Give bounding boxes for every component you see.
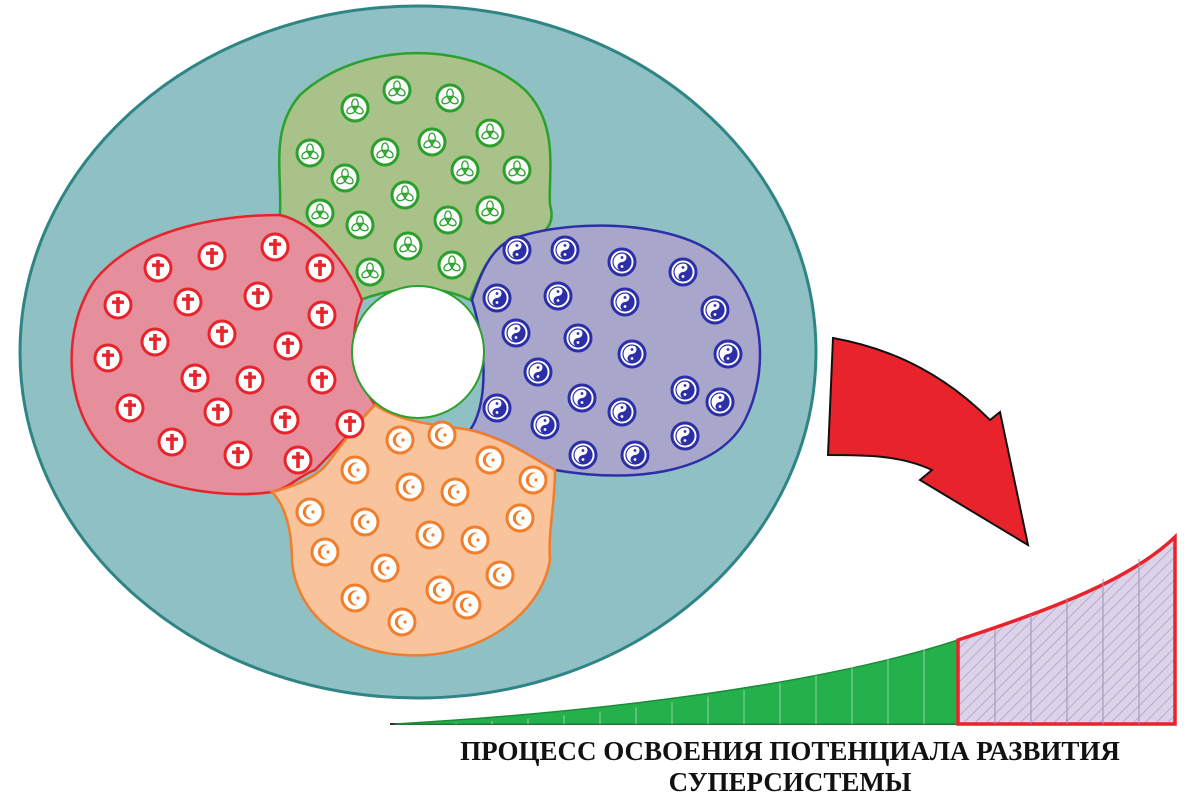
yin-yang-icon: [530, 410, 560, 440]
triquetra-icon: [355, 257, 385, 287]
crescent-star-icon: [295, 497, 325, 527]
crescent-star-icon: [452, 590, 482, 620]
cross-icon: [243, 281, 273, 311]
yin-yang-icon: [523, 357, 553, 387]
crescent-star-icon: [427, 420, 457, 450]
yin-yang-icon: [610, 287, 640, 317]
cross-icon: [180, 363, 210, 393]
triquetra-icon: [295, 138, 325, 168]
crescent-star-icon: [395, 472, 425, 502]
yin-yang-icon: [567, 383, 597, 413]
yin-yang-icon: [670, 421, 700, 451]
orange-symbol-group: [295, 420, 548, 637]
yin-yang-icon: [482, 393, 512, 423]
triquetra-icon: [502, 155, 532, 185]
blue-symbol-group: [482, 235, 743, 470]
cross-icon: [223, 440, 253, 470]
crescent-star-icon: [387, 607, 417, 637]
cross-icon: [207, 319, 237, 349]
yin-yang-icon: [617, 339, 647, 369]
crescent-star-icon: [340, 583, 370, 613]
yin-yang-icon: [670, 375, 700, 405]
yin-yang-icon: [501, 318, 531, 348]
cross-icon: [93, 343, 123, 373]
cross-icon: [143, 253, 173, 283]
yin-yang-icon: [700, 295, 730, 325]
triquetra-icon: [450, 155, 480, 185]
crescent-star-icon: [340, 455, 370, 485]
yin-yang-icon: [620, 440, 650, 470]
yin-yang-icon: [543, 281, 573, 311]
triquetra-icon: [305, 198, 335, 228]
triquetra-icon: [417, 127, 447, 157]
crescent-star-icon: [460, 525, 490, 555]
yin-yang-icon: [482, 283, 512, 313]
crescent-star-icon: [440, 477, 470, 507]
yin-yang-icon: [502, 235, 532, 265]
cross-icon: [335, 409, 365, 439]
cross-icon: [140, 327, 170, 357]
triquetra-icon: [370, 137, 400, 167]
crescent-star-icon: [518, 465, 548, 495]
triquetra-icon: [437, 250, 467, 280]
triquetra-icon: [475, 195, 505, 225]
yin-yang-icon: [705, 387, 735, 417]
cross-icon: [305, 253, 335, 283]
crescent-star-icon: [505, 503, 535, 533]
triquetra-icon: [330, 163, 360, 193]
cross-icon: [197, 241, 227, 271]
triquetra-icon: [382, 75, 412, 105]
triquetra-icon: [435, 83, 465, 113]
green-symbol-group: [295, 75, 532, 287]
cross-icon: [203, 397, 233, 427]
cross-icon: [283, 445, 313, 475]
cross-icon: [260, 232, 290, 262]
triquetra-icon: [390, 180, 420, 210]
triquetra-icon: [433, 205, 463, 235]
cross-icon: [157, 427, 187, 457]
cross-icon: [173, 287, 203, 317]
realized-potential-area: [394, 638, 959, 725]
remaining-potential-dividers: [994, 558, 1140, 724]
cross-icon: [307, 300, 337, 330]
cross-icon: [307, 365, 337, 395]
red-symbol-group: [93, 232, 365, 475]
crescent-star-icon: [425, 575, 455, 605]
caption-line-2: СУПЕРСИСТЕМЫ: [668, 767, 912, 797]
yin-yang-icon: [607, 397, 637, 427]
center-hole: [351, 285, 485, 419]
crescent-star-icon: [415, 520, 445, 550]
cross-icon: [115, 393, 145, 423]
triquetra-icon: [393, 231, 423, 261]
cross-icon: [103, 290, 133, 320]
crescent-star-icon: [370, 553, 400, 583]
yin-yang-icon: [607, 247, 637, 277]
crescent-star-icon: [485, 560, 515, 590]
process-arrow: [826, 336, 1030, 548]
crescent-star-icon: [385, 425, 415, 455]
yin-yang-icon: [568, 440, 598, 470]
yin-yang-icon: [563, 323, 593, 353]
cross-icon: [235, 365, 265, 395]
yin-yang-icon: [550, 235, 580, 265]
crescent-star-icon: [310, 537, 340, 567]
cross-icon: [273, 331, 303, 361]
caption-line-1: ПРОЦЕСС ОСВОЕНИЯ ПОТЕНЦИАЛА РАЗВИТИЯ: [460, 736, 1120, 766]
cross-icon: [270, 405, 300, 435]
triquetra-icon: [475, 118, 505, 148]
triquetra-icon: [345, 210, 375, 240]
crescent-star-icon: [475, 445, 505, 475]
crescent-star-icon: [350, 507, 380, 537]
triquetra-icon: [340, 93, 370, 123]
yin-yang-icon: [668, 257, 698, 287]
realized-potential-dividers: [419, 649, 925, 724]
yin-yang-icon: [713, 339, 743, 369]
